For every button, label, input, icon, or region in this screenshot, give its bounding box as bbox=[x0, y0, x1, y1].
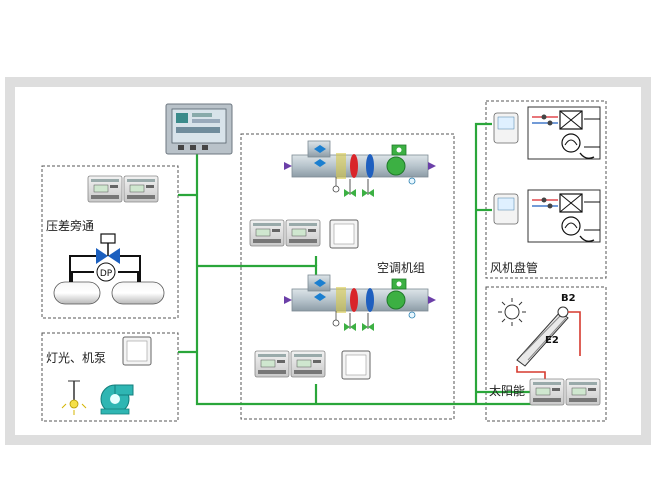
lighting-pump-group bbox=[41, 332, 179, 422]
bypass-piping bbox=[69, 255, 141, 282]
label-sensor-b2: B2 bbox=[561, 293, 576, 304]
pressure-sensor-icon: DP bbox=[96, 262, 116, 282]
room-unit-icon bbox=[329, 219, 359, 249]
lamp-icon bbox=[61, 380, 87, 415]
tank-icon bbox=[53, 281, 101, 305]
svg-text:DP: DP bbox=[100, 269, 113, 279]
controller-icon bbox=[565, 378, 601, 406]
label-fan-coil: 风机盘管 bbox=[490, 261, 539, 275]
controller-icon bbox=[529, 378, 565, 406]
controller-icon bbox=[254, 350, 290, 378]
solar-group bbox=[485, 286, 607, 422]
controller-icon bbox=[290, 350, 326, 378]
room-unit-icon bbox=[122, 336, 152, 366]
pump-icon bbox=[100, 384, 134, 415]
label-solar: 太阳能 bbox=[489, 384, 526, 398]
tank-icon bbox=[111, 281, 165, 305]
label-sensor-e2: E2 bbox=[545, 335, 559, 346]
label-pressure-bypass: 压差旁通 bbox=[46, 219, 95, 233]
label-lighting-pump: 灯光、机泵 bbox=[46, 351, 107, 365]
controller-icon bbox=[123, 175, 159, 203]
room-unit-icon bbox=[341, 350, 371, 380]
pressure-bypass-group bbox=[41, 165, 179, 319]
ahu-group bbox=[240, 133, 455, 420]
controller-icon bbox=[87, 175, 123, 203]
solar-piping bbox=[516, 311, 581, 380]
network-lines bbox=[178, 122, 560, 406]
sun-icon bbox=[498, 298, 526, 326]
solar-collector-icon bbox=[516, 306, 569, 367]
label-ahu: 空调机组 bbox=[377, 261, 426, 275]
controller-icon bbox=[249, 219, 285, 247]
thermostat-icon bbox=[493, 112, 519, 144]
touch-panel-icon[interactable] bbox=[165, 103, 233, 155]
fan-coil-group bbox=[485, 100, 607, 279]
controller-icon bbox=[285, 219, 321, 247]
valve-icon bbox=[96, 233, 120, 264]
thermostat-icon bbox=[493, 193, 519, 225]
